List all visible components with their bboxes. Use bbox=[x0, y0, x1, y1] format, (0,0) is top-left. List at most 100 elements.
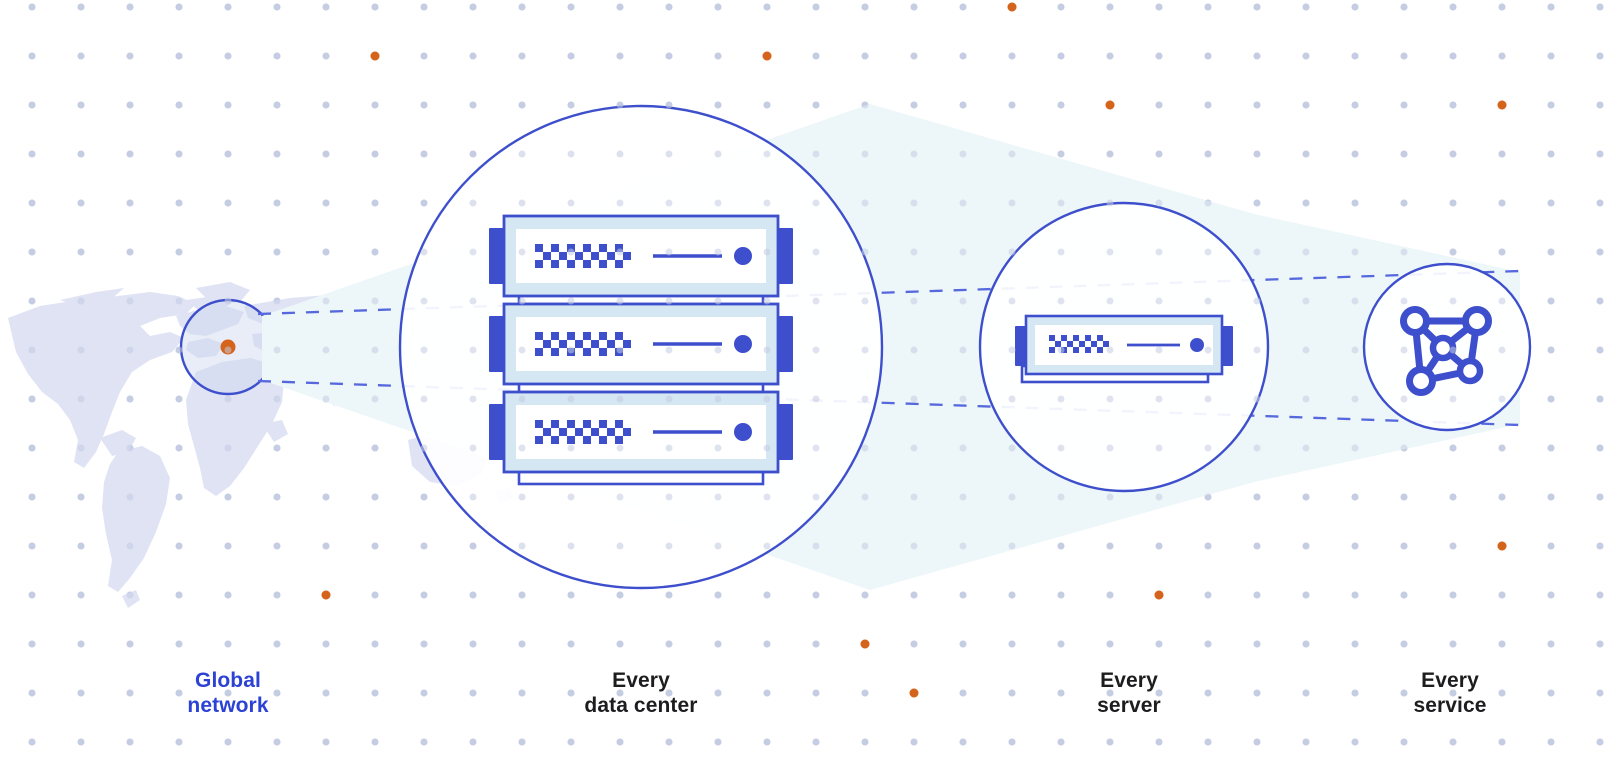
grid-dot bbox=[420, 3, 428, 11]
grid-dot bbox=[126, 3, 134, 11]
grid-dot bbox=[175, 52, 183, 60]
grid-dot bbox=[1449, 248, 1457, 256]
grid-dot bbox=[420, 101, 428, 109]
grid-dot bbox=[1596, 542, 1604, 550]
grid-dot bbox=[1302, 3, 1310, 11]
grid-dot bbox=[1449, 591, 1457, 599]
grid-dot bbox=[1547, 493, 1555, 501]
grid-dot bbox=[812, 150, 820, 158]
grid-dot bbox=[1596, 738, 1604, 746]
grid-dot bbox=[910, 395, 918, 403]
grid-dot bbox=[665, 444, 673, 452]
grid-dot bbox=[371, 640, 379, 648]
grid-dot bbox=[77, 591, 85, 599]
grid-dot bbox=[1008, 52, 1016, 60]
grid-dot bbox=[1351, 248, 1359, 256]
grid-dot bbox=[1057, 493, 1065, 501]
grid-dot bbox=[1302, 591, 1310, 599]
grid-dot bbox=[518, 297, 526, 305]
grid-dot bbox=[567, 3, 575, 11]
grid-dot bbox=[371, 297, 379, 305]
grid-dot bbox=[763, 395, 771, 403]
grid-dot bbox=[1008, 444, 1016, 452]
grid-dot bbox=[1008, 689, 1016, 697]
grid-dot bbox=[1498, 689, 1506, 697]
grid-dot bbox=[469, 395, 477, 403]
grid-dot bbox=[126, 640, 134, 648]
grid-dot bbox=[861, 3, 869, 11]
grid-dot bbox=[763, 493, 771, 501]
grid-dot-accent bbox=[1154, 590, 1164, 600]
grid-dot bbox=[1351, 297, 1359, 305]
grid-dot bbox=[1449, 395, 1457, 403]
grid-dot bbox=[518, 444, 526, 452]
grid-dot bbox=[175, 542, 183, 550]
grid-dot bbox=[1400, 591, 1408, 599]
grid-dot bbox=[1008, 150, 1016, 158]
grid-dot bbox=[224, 199, 232, 207]
grid-dot bbox=[567, 101, 575, 109]
grid-dot bbox=[812, 52, 820, 60]
grid-dot bbox=[1253, 689, 1261, 697]
grid-dot bbox=[665, 346, 673, 354]
grid-dot bbox=[1057, 689, 1065, 697]
grid-dot bbox=[1400, 150, 1408, 158]
grid-dot bbox=[1596, 395, 1604, 403]
grid-dot bbox=[469, 3, 477, 11]
grid-dot bbox=[665, 297, 673, 305]
grid-dot bbox=[616, 199, 624, 207]
grid-dot bbox=[28, 493, 36, 501]
grid-dot bbox=[1498, 640, 1506, 648]
grid-dot bbox=[1351, 101, 1359, 109]
grid-dot bbox=[1057, 738, 1065, 746]
grid-dot bbox=[322, 199, 330, 207]
grid-dot bbox=[224, 542, 232, 550]
single-server-icon bbox=[1015, 314, 1233, 384]
grid-dot bbox=[714, 738, 722, 746]
grid-dot bbox=[1204, 689, 1212, 697]
label-line-2: server bbox=[1097, 694, 1161, 717]
grid-dot bbox=[714, 689, 722, 697]
label-line-1: Every bbox=[1100, 669, 1158, 692]
grid-dot bbox=[763, 248, 771, 256]
grid-dot bbox=[273, 248, 281, 256]
grid-dot bbox=[910, 738, 918, 746]
grid-dot bbox=[371, 591, 379, 599]
grid-dot bbox=[1204, 395, 1212, 403]
grid-dot bbox=[763, 738, 771, 746]
grid-dot bbox=[126, 199, 134, 207]
grid-dot bbox=[812, 346, 820, 354]
grid-dot bbox=[371, 738, 379, 746]
grid-dot bbox=[861, 150, 869, 158]
grid-dot bbox=[469, 346, 477, 354]
grid-dot bbox=[1253, 640, 1261, 648]
grid-dot bbox=[1449, 640, 1457, 648]
grid-dot bbox=[126, 248, 134, 256]
grid-dot bbox=[420, 591, 428, 599]
grid-dot bbox=[1155, 3, 1163, 11]
grid-dot bbox=[861, 52, 869, 60]
grid-dot bbox=[812, 591, 820, 599]
grid-dot bbox=[420, 395, 428, 403]
grid-dot bbox=[1596, 640, 1604, 648]
grid-dot bbox=[1008, 640, 1016, 648]
grid-dot bbox=[371, 346, 379, 354]
grid-dot bbox=[665, 101, 673, 109]
grid-dot bbox=[1400, 101, 1408, 109]
grid-dot bbox=[1351, 738, 1359, 746]
grid-dot bbox=[1596, 3, 1604, 11]
grid-dot bbox=[1204, 248, 1212, 256]
grid-dot bbox=[1596, 346, 1604, 354]
grid-dot bbox=[469, 689, 477, 697]
grid-dot bbox=[175, 101, 183, 109]
grid-dot bbox=[665, 640, 673, 648]
grid-dot bbox=[1057, 199, 1065, 207]
grid-dot bbox=[1155, 395, 1163, 403]
grid-dot bbox=[1253, 493, 1261, 501]
grid-dot bbox=[714, 248, 722, 256]
grid-dot bbox=[616, 444, 624, 452]
grid-dot bbox=[1106, 395, 1114, 403]
grid-dot bbox=[175, 199, 183, 207]
grid-dot bbox=[1498, 395, 1506, 403]
grid-dot bbox=[567, 297, 575, 305]
